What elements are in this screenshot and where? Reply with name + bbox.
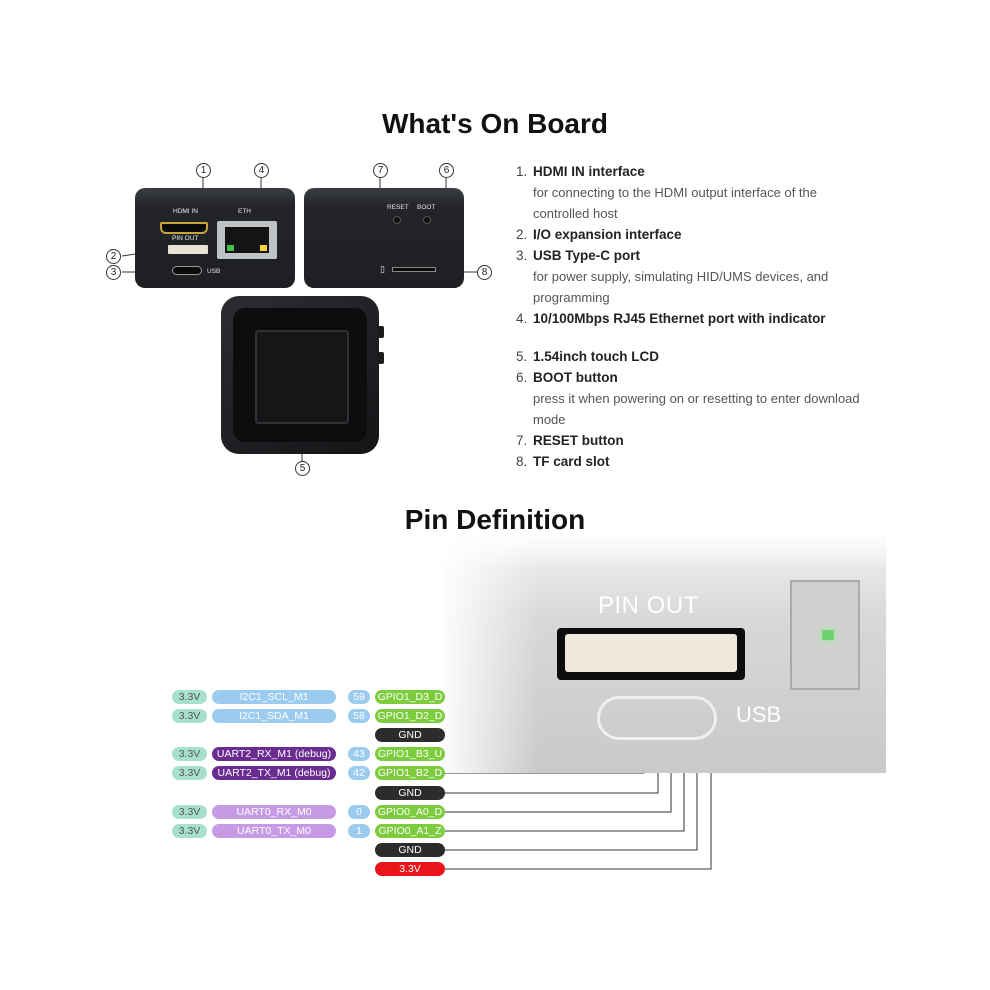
- pin-gnd: GND: [375, 843, 445, 857]
- feature-6: 6.BOOT button: [516, 370, 618, 385]
- feature-8: 8.TF card slot: [516, 454, 610, 469]
- callout-3: 3: [106, 265, 121, 280]
- pin-number: 1: [348, 824, 370, 838]
- device-lcd-view: [221, 296, 384, 454]
- feature-3: 3.USB Type-C port: [516, 248, 640, 263]
- pin-out-label: PIN OUT: [172, 235, 199, 242]
- feature-2-name: I/O expansion interface: [533, 227, 682, 242]
- ethernet-led-yellow: [260, 245, 267, 251]
- callout-7: 7: [373, 163, 388, 178]
- pin-function: I2C1_SCL_M1: [212, 690, 336, 704]
- pin-number: 42: [348, 766, 370, 780]
- pin-number: 59: [348, 690, 370, 704]
- pin-voltage: 3.3V: [172, 690, 207, 704]
- callout-5: 5: [295, 461, 310, 476]
- callout-8: 8: [477, 265, 492, 280]
- boot-label: BOOT: [417, 204, 436, 211]
- pin-function: UART2_TX_M1 (debug): [212, 766, 336, 780]
- pin-function: UART2_RX_M1 (debug): [212, 747, 336, 761]
- pin-function: UART0_TX_M0: [212, 824, 336, 838]
- pin-number: 0: [348, 805, 370, 819]
- pin-gpio: GPIO0_A0_D: [375, 805, 445, 819]
- pin-header: [168, 245, 208, 254]
- feature-5-name: 1.54inch touch LCD: [533, 349, 660, 364]
- pin-voltage: 3.3V: [172, 766, 207, 780]
- usb-label: USB: [207, 268, 221, 275]
- pin-gpio: GPIO1_D3_D: [375, 690, 445, 704]
- pin-function: I2C1_SDA_M1: [212, 709, 336, 723]
- pin-voltage: 3.3V: [172, 709, 207, 723]
- ethernet-port: [217, 221, 277, 259]
- pinout-usb-label: USB: [736, 702, 782, 727]
- pin-voltage: 3.3V: [172, 747, 207, 761]
- device-back-view: RESET BOOT ▯: [304, 188, 464, 288]
- pin-gpio: GPIO1_B2_D: [375, 766, 445, 780]
- reset-label: RESET: [387, 204, 409, 211]
- pin-voltage: 3.3V: [172, 824, 207, 838]
- ethernet-socket: [225, 227, 269, 253]
- pin-power: 3.3V: [375, 862, 445, 876]
- feature-3-name: USB Type-C port: [533, 248, 640, 263]
- eth-label: ETH: [238, 208, 251, 215]
- pin-function: UART0_RX_M0: [212, 805, 336, 819]
- callout-1: 1: [196, 163, 211, 178]
- hdmi-port: [160, 222, 208, 234]
- feature-4-name: 10/100Mbps RJ45 Ethernet port with indic…: [533, 311, 826, 326]
- hdmi-in-label: HDMI IN: [173, 208, 198, 215]
- feature-6-desc: press it when powering on or resetting t…: [533, 391, 860, 427]
- pin-definition-title: Pin Definition: [404, 504, 586, 535]
- pin-number: 58: [348, 709, 370, 723]
- feature-1-name: HDMI IN interface: [533, 164, 645, 179]
- pin-gnd: GND: [375, 786, 445, 800]
- feature-7: 7.RESET button: [516, 433, 624, 448]
- callout-6: 6: [439, 163, 454, 178]
- feature-1-desc: for connecting to the HDMI output interf…: [533, 185, 817, 221]
- feature-3-desc: for power supply, simulating HID/UMS dev…: [533, 269, 829, 305]
- sd-card-icon: ▯: [380, 264, 385, 274]
- ethernet-led-green: [227, 245, 234, 251]
- side-button-top: [378, 326, 384, 338]
- pin-gpio: GPIO1_B3_U: [375, 747, 445, 761]
- callout-2: 2: [106, 249, 121, 264]
- tf-card-slot: [392, 267, 436, 272]
- feature-1: 1.HDMI IN interface: [516, 164, 645, 179]
- pin-gpio: GPIO1_D2_D: [375, 709, 445, 723]
- feature-5: 5.1.54inch touch LCD: [516, 349, 660, 364]
- pin-number: 43: [348, 747, 370, 761]
- feature-4: 4.10/100Mbps RJ45 Ethernet port with ind…: [516, 311, 826, 326]
- callout-4: 4: [254, 163, 269, 178]
- pin-voltage: 3.3V: [172, 805, 207, 819]
- pinout-usb-port: [597, 696, 717, 740]
- pin-connector-insert: [565, 634, 737, 672]
- pinout-photo-label: PIN OUT: [598, 592, 699, 619]
- pin-gpio: GPIO0_A1_Z: [375, 824, 445, 838]
- reset-button-hole: [393, 216, 401, 224]
- pin-connector: [557, 628, 745, 680]
- usb-c-port: [172, 266, 202, 275]
- feature-7-name: RESET button: [533, 433, 624, 448]
- feature-6-name: BOOT button: [533, 370, 618, 385]
- side-button-bottom: [378, 352, 384, 364]
- pin-gnd: GND: [375, 728, 445, 742]
- feature-8-name: TF card slot: [533, 454, 610, 469]
- device-front-view: HDMI IN PIN OUT USB ETH: [135, 188, 295, 288]
- feature-2: 2.I/O expansion interface: [516, 227, 682, 242]
- boot-button-hole: [423, 216, 431, 224]
- pinout-ethernet-led: [822, 630, 834, 640]
- board-title: What's On Board: [382, 108, 608, 139]
- lcd-screen: [255, 330, 349, 424]
